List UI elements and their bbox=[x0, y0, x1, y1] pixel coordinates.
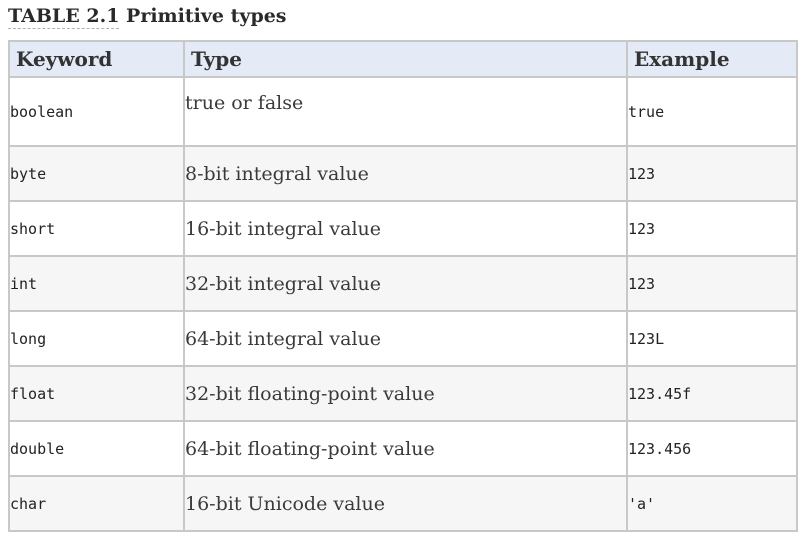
keyword-cell: long bbox=[8, 310, 185, 367]
type-cell: 64-bit integral value bbox=[183, 310, 628, 367]
primitive-types-table: Keyword Type Example boolean true or fal… bbox=[8, 40, 798, 532]
example-cell: 'a' bbox=[626, 475, 798, 532]
example-cell: true bbox=[626, 76, 798, 147]
table-row: char 16-bit Unicode value 'a' bbox=[8, 475, 798, 532]
table-row: byte 8-bit integral value 123 bbox=[8, 145, 798, 202]
type-cell: 16-bit integral value bbox=[183, 200, 628, 257]
type-cell: 64-bit floating-point value bbox=[183, 420, 628, 477]
table-row: long 64-bit integral value 123L bbox=[8, 310, 798, 367]
table-row: short 16-bit integral value 123 bbox=[8, 200, 798, 257]
keyword-cell: char bbox=[8, 475, 185, 532]
type-cell: true or false bbox=[183, 76, 628, 147]
keyword-cell: int bbox=[8, 255, 185, 312]
table-row: double 64-bit floating-point value 123.4… bbox=[8, 420, 798, 477]
keyword-cell: short bbox=[8, 200, 185, 257]
table-row: float 32-bit floating-point value 123.45… bbox=[8, 365, 798, 422]
example-cell: 123 bbox=[626, 145, 798, 202]
table-row: boolean true or false true bbox=[8, 76, 798, 147]
example-cell: 123 bbox=[626, 200, 798, 257]
keyword-cell: float bbox=[8, 365, 185, 422]
keyword-cell: double bbox=[8, 420, 185, 477]
type-cell: 8-bit integral value bbox=[183, 145, 628, 202]
example-cell: 123.456 bbox=[626, 420, 798, 477]
example-cell: 123 bbox=[626, 255, 798, 312]
table-caption-label: TABLE 2.1 bbox=[8, 5, 120, 29]
keyword-cell: byte bbox=[8, 145, 185, 202]
column-header-keyword: Keyword bbox=[8, 40, 185, 78]
column-header-example: Example bbox=[626, 40, 798, 78]
table-caption: TABLE 2.1 Primitive types bbox=[8, 2, 287, 32]
table-row: int 32-bit integral value 123 bbox=[8, 255, 798, 312]
table-caption-title: Primitive types bbox=[126, 5, 287, 27]
type-cell: 32-bit integral value bbox=[183, 255, 628, 312]
example-cell: 123.45f bbox=[626, 365, 798, 422]
keyword-cell: boolean bbox=[8, 76, 185, 147]
column-header-type: Type bbox=[183, 40, 628, 78]
type-cell: 16-bit Unicode value bbox=[183, 475, 628, 532]
table-header-row: Keyword Type Example bbox=[8, 40, 798, 78]
example-cell: 123L bbox=[626, 310, 798, 367]
type-cell: 32-bit floating-point value bbox=[183, 365, 628, 422]
